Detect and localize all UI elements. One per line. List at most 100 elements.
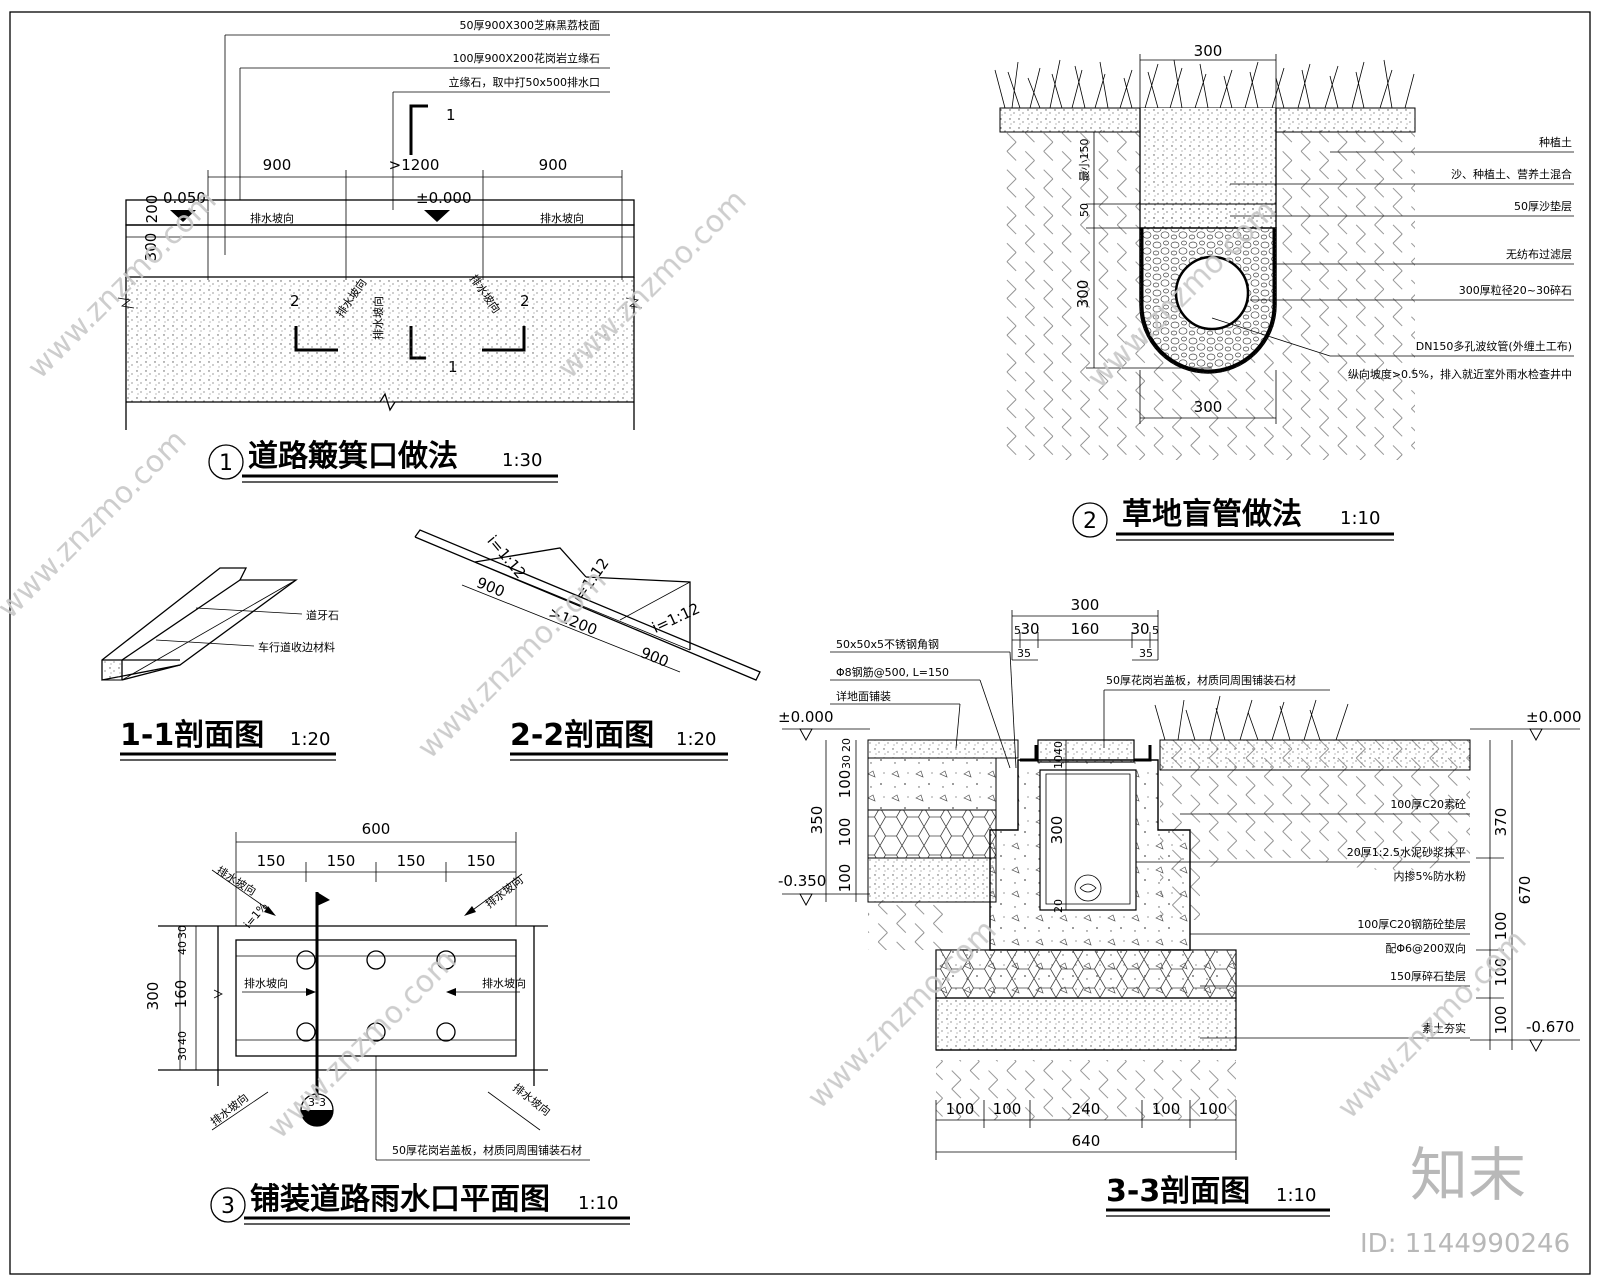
dim-900-left: 900 <box>263 156 292 174</box>
logo-id: ID: 1144990246 <box>1360 1229 1570 1259</box>
title-scale: 1:20 <box>676 729 716 750</box>
angle-steel <box>1020 745 1152 762</box>
curb-stone-band <box>125 224 635 278</box>
dim-bottom: 300 <box>1194 398 1223 416</box>
note-gravel-cushion: 150厚碎石垫层 <box>1390 969 1466 983</box>
dim-600: 600 <box>362 820 391 838</box>
drain-label: 排水坡向 <box>244 976 288 990</box>
section-mark-2-right <box>482 326 526 352</box>
section-3-3: 300 5 30 160 30 5 35 35 50x50x5不锈钢角钢 Φ8钢… <box>778 596 1582 1217</box>
drawing-1-road-inlet: 50厚900X300芝麻黑荔枝面 100厚900X200花岗岩立缘石 立缘石，取… <box>117 18 643 483</box>
dim-370: 370 <box>1492 808 1510 837</box>
perforated-pipe <box>1174 255 1250 331</box>
section-mark-1-top <box>409 104 428 155</box>
dim-160: 160 <box>172 980 190 1009</box>
section-1-1: 道牙石 车行道收边材料 1-1剖面图 1:20 <box>101 567 339 761</box>
dim-min150: 最小150 <box>1078 139 1091 182</box>
note-rebar: Φ8钢筋@500, L=150 <box>836 665 949 679</box>
note-granite-cover: 50厚花岗岩盖板，材质同周围铺装石材 <box>1106 673 1296 687</box>
cut-label: 3-3 <box>308 1096 326 1109</box>
title-text: 2-2剖面图 <box>510 718 654 753</box>
drain-hole <box>366 1022 386 1042</box>
note-soil-mix: 沙、种植土、营养土混合 <box>1451 167 1572 181</box>
dim-100: 100 <box>1492 1006 1510 1035</box>
granite-cover-section <box>1037 739 1135 763</box>
drain-label: 排水坡向 <box>371 296 385 340</box>
note-gravel: 300厚粒径20~30碎石 <box>1459 283 1572 297</box>
dim-300-inner: 300 <box>1048 816 1066 845</box>
title-number: 3 <box>221 1194 235 1219</box>
section-label-2-right: 2 <box>520 292 530 310</box>
note-geotextile: 无纺布过滤层 <box>1506 247 1572 261</box>
dim-300: 300 <box>144 982 162 1011</box>
drain-hole <box>436 950 456 970</box>
geotextile <box>1140 228 1276 373</box>
level-right-top: ±0.000 <box>1526 708 1582 726</box>
dim-40: 40 <box>1052 741 1065 755</box>
dim-100: 100 <box>836 864 854 893</box>
dim-30: 30 <box>1130 620 1149 638</box>
drain-label: 排水坡向 <box>250 211 294 225</box>
dim-top: 300 <box>1194 42 1223 60</box>
dim-900: 900 <box>474 573 507 600</box>
title-text: 1-1剖面图 <box>120 718 264 753</box>
dim-30: 30 <box>176 1047 189 1061</box>
dim-10: 10 <box>1052 755 1065 769</box>
drain-hole <box>296 1022 316 1042</box>
dim-350: 350 <box>808 806 826 835</box>
section-label-1-top: 1 <box>446 106 456 124</box>
dim-300: 300 <box>1071 596 1100 614</box>
drain-pipe <box>1074 874 1102 902</box>
title-text: 草地盲管做法 <box>1122 497 1302 532</box>
brand-logo: 知末 ID: 1144990246 <box>1360 1141 1570 1259</box>
title-scale: 1:10 <box>1276 1185 1316 1206</box>
note-outlet: 立缘石，取中打50x500排水口 <box>448 75 600 89</box>
dim-900-right: 900 <box>539 156 568 174</box>
note-mesh: 配Φ6@200双向 <box>1385 941 1466 955</box>
dim-160: 160 <box>1071 620 1100 638</box>
title-scale: 1:10 <box>1340 508 1380 529</box>
dim-5: 5 <box>1152 624 1159 637</box>
slope-label: i=1:12 <box>649 599 702 637</box>
dim-40: 40 <box>176 941 189 955</box>
dim-30: 30 <box>1020 620 1039 638</box>
title-number: 2 <box>1083 509 1097 534</box>
level-right-bottom: -0.670 <box>1526 1018 1574 1036</box>
grass-icon <box>1154 695 1349 741</box>
sheet-border <box>9 11 1591 1275</box>
note-waterproof: 内掺5%防水粉 <box>1394 869 1466 883</box>
dim-200: 200 <box>143 195 161 224</box>
dim-20: 20 <box>840 738 853 752</box>
title-text: 铺装道路雨水口平面图 <box>250 1182 550 1217</box>
title-text: 3-3剖面图 <box>1106 1174 1250 1209</box>
note-compacted-soil: 素土夯实 <box>1422 1021 1466 1035</box>
dim-150: 150 <box>467 852 496 870</box>
dim-5: 5 <box>1014 624 1021 637</box>
drain-label: 排水坡向 <box>482 873 525 911</box>
note-slope: 纵向坡度>0.5%，排入就近室外雨水检查井中 <box>1348 367 1572 381</box>
note-curb: 100厚900X200花岗岩立缘石 <box>452 51 600 65</box>
title-scale: 1:20 <box>290 729 330 750</box>
dim-20: 20 <box>1052 899 1065 913</box>
dim-150: 150 <box>257 852 286 870</box>
note-paving: 详地面铺装 <box>836 689 891 703</box>
level-left-top: ±0.000 <box>778 708 834 726</box>
title-scale: 1:10 <box>578 1193 618 1214</box>
level-marker-right <box>424 210 450 222</box>
note-curb-stone: 道牙石 <box>306 608 339 622</box>
dim-150: 150 <box>327 852 356 870</box>
dim-30: 30 <box>176 925 189 939</box>
note-rc-cushion: 100厚C20钢筋砼垫层 <box>1357 917 1466 931</box>
dim-240: 240 <box>1072 1100 1101 1118</box>
title-scale: 1:30 <box>502 450 542 471</box>
note-sand: 50厚沙垫层 <box>1514 199 1572 213</box>
drain-label: 排水坡向 <box>540 211 584 225</box>
section-mark-2-left <box>294 326 338 352</box>
drain-label: 排水坡向 <box>208 1090 251 1128</box>
drain-hole <box>436 1022 456 1042</box>
compacted-soil <box>867 857 997 903</box>
title-text: 道路簸箕口做法 <box>248 439 458 474</box>
level-right: ±0.000 <box>416 189 472 207</box>
dim-640: 640 <box>1072 1132 1101 1150</box>
